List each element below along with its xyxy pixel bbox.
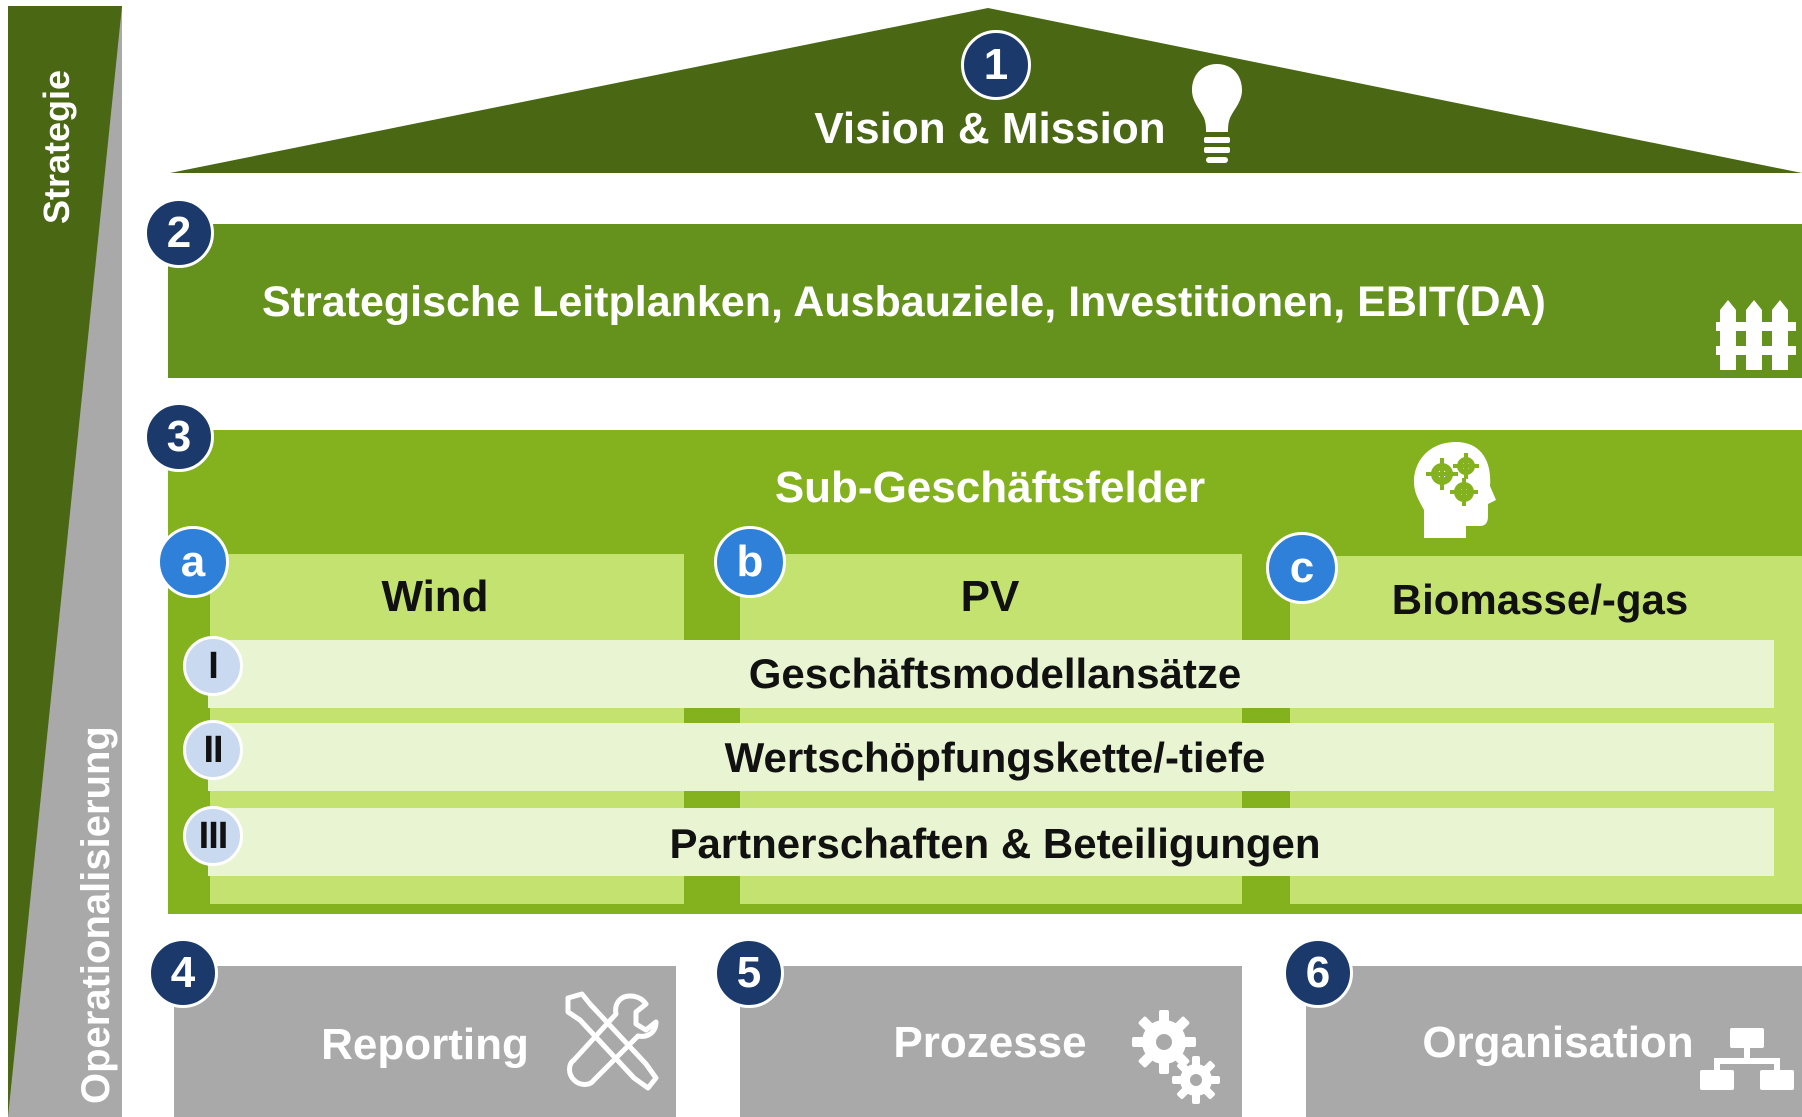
row-wertschoepfung [208,723,1774,791]
column-wind-label: Wind [381,572,489,621]
strategie-strip [8,6,122,1117]
column-b-badge: b [714,526,786,598]
level2-badge: 2 [144,198,214,268]
row-geschaeftsmodell-label: Geschäftsmodellansätze [748,650,1242,697]
row-wertschoepfung-label: Wertschöpfungskette/-tiefe [724,734,1266,781]
operationalisierung-label: Operationalisierung [74,726,118,1104]
level1-badge: 1 [961,30,1031,100]
column-a-badge: a [157,526,229,598]
prozesse-label: Prozesse [893,1018,1087,1067]
reporting-label: Reporting [321,1020,529,1069]
column-c-badge: c [1266,532,1338,604]
organisation-badge: 6 [1283,938,1353,1008]
lightbulb-icon [1192,64,1242,163]
row-partnerschaften [208,808,1774,876]
column-biomasse-label: Biomasse/-gas [1391,576,1689,623]
fence-icon [1716,300,1796,370]
reporting-badge: 4 [148,938,218,1008]
row-geschaeftsmodell [208,640,1774,708]
prozesse-badge: 5 [714,938,784,1008]
row-i-badge: I [183,636,243,696]
box-organisation [1306,966,1802,1117]
org-chart-icon [1700,1028,1794,1090]
sub-geschaeftsfelder-title: Sub-Geschäftsfelder [774,463,1206,512]
row-iii-badge: III [183,806,243,866]
row-ii-badge: II [183,720,243,780]
level2-band [168,224,1802,378]
strategische-leitplanken-title: Strategische Leitplanken, Ausbauziele, I… [262,278,1546,326]
strategie-label: Strategie [36,69,77,224]
level3-badge: 3 [144,402,214,472]
vision-mission-title: Vision & Mission [814,104,1166,153]
row-partnerschaften-label: Partnerschaften & Beteiligungen [669,820,1321,867]
column-pv-label: PV [960,572,1020,621]
tools-icon [565,991,659,1091]
head-gears-icon [1414,442,1496,538]
gears-icon [1132,1010,1220,1104]
organisation-label: Organisation [1422,1018,1694,1067]
